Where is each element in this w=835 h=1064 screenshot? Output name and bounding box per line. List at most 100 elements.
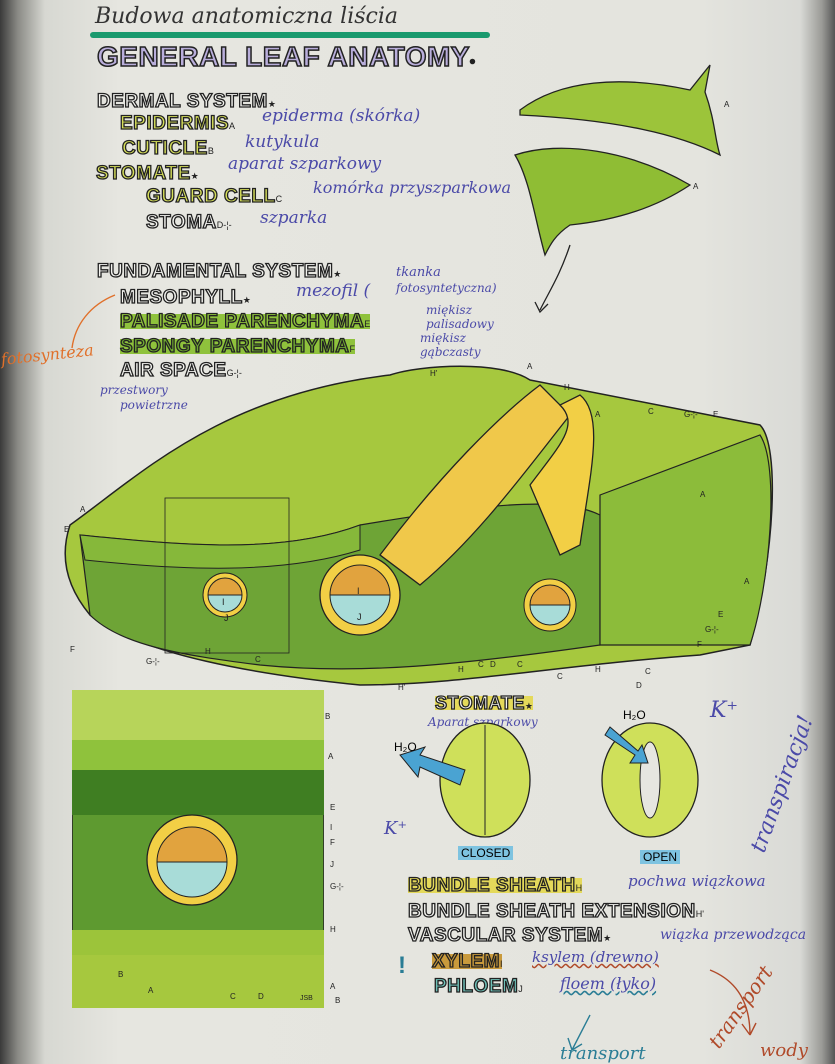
cuticle-note: kutykula (245, 132, 320, 152)
water-label-closed: H₂O (394, 740, 417, 754)
label-c: C (478, 660, 484, 669)
label-b: B (325, 712, 331, 721)
label-c: C (230, 992, 236, 1001)
exclamation-mark: ! (398, 952, 406, 979)
handwritten-title: Budowa anatomiczna liścia (95, 4, 399, 29)
bundle-sheath-extension-label: BUNDLE SHEATH EXTENSIONH' (407, 901, 704, 921)
palisade-note2: palisadowy (426, 317, 494, 331)
air-space-text: AIR SPACE (119, 360, 227, 381)
label-h: H (330, 925, 336, 934)
stomate-figure-note: Aparat szparkowy (428, 715, 538, 729)
spongy-note1: miękisz (420, 331, 466, 345)
leaf-upper-piece (519, 64, 722, 157)
label-e: E (713, 410, 719, 419)
guard-cell-text: GUARD CELL (145, 186, 276, 207)
label-d: D (258, 992, 264, 1001)
label-h: H (595, 665, 601, 674)
stomate-label: STOMATE★ (95, 163, 198, 183)
code-e: E (364, 319, 371, 329)
potassium-label-closed: K⁺ (384, 818, 407, 839)
code-h1: H' (695, 909, 704, 919)
code-j: J (518, 984, 523, 994)
code-d: D-¦- (216, 220, 232, 230)
vascular-system-note: wiązka przewodząca (660, 927, 807, 943)
mesophyll-note: mezofil ( (296, 281, 371, 301)
star-mark: ★ (267, 99, 276, 109)
label-a: A (328, 752, 334, 761)
water-in-arrow (604, 726, 649, 764)
xylem-label: XYLEMI (431, 951, 503, 972)
label-h: H (458, 665, 464, 674)
label-e: E (718, 610, 724, 619)
label-c: C (557, 672, 563, 681)
mesophyll-note-b: tkanka (396, 265, 441, 280)
inset-magnified-view (72, 690, 324, 1008)
potassium-label-open: K⁺ (710, 698, 739, 723)
page-title-text: GENERAL LEAF ANATOMY (96, 41, 470, 72)
air-space-note2: powietrzne (120, 398, 188, 412)
title-mark: • (469, 53, 476, 69)
label-j: J (224, 613, 229, 623)
label-a: A (80, 505, 86, 514)
vascular-system-label: VASCULAR SYSTEM★ (407, 925, 612, 945)
cut-face-right (599, 434, 772, 646)
page-title: GENERAL LEAF ANATOMY• (96, 41, 476, 72)
label-c: C (645, 667, 651, 676)
stoma-label: STOMAD-¦- (145, 212, 232, 233)
mesophyll-label: MESOPHYLL★ (119, 287, 251, 308)
label-f: F (697, 640, 702, 649)
label-g: G-¦- (330, 882, 344, 891)
mesophyll-text: MESOPHYLL (119, 287, 243, 308)
guard-cell-note: komórka przyszparkowa (313, 178, 512, 197)
label-g: G-¦- (146, 657, 160, 666)
label-i: I (330, 823, 333, 832)
stomate-figure-title: STOMATE★ (434, 693, 533, 713)
star-mark: ★ (603, 933, 612, 943)
stomate-figure-title-text: STOMATE (434, 693, 525, 713)
stoma-note: szparka (260, 208, 328, 228)
label-a: A (693, 182, 699, 191)
label-h1: H' (430, 369, 438, 378)
star-mark: ★ (333, 269, 342, 279)
star-mark: ★ (524, 701, 533, 711)
inset-frame (164, 497, 290, 654)
label-j: J (330, 860, 334, 869)
label-b: B (335, 996, 341, 1005)
whole-leaf-illustration (514, 64, 722, 314)
label-a: A (700, 490, 706, 499)
code-a: A (229, 121, 236, 131)
label-i: I (222, 597, 225, 607)
phloem-label: PHLOEMJ (433, 976, 523, 997)
xylem-note: ksylem (drewno) (532, 948, 659, 966)
stoma-text: STOMA (145, 212, 217, 233)
palisade-label: PALISADE PARENCHYMAE (119, 311, 371, 332)
label-a: A (744, 577, 750, 586)
dermal-heading-text: DERMAL SYSTEM (96, 91, 268, 112)
code-g: G-¦- (226, 368, 242, 378)
label-a: A (527, 362, 533, 371)
label-g: G-¦- (684, 410, 698, 419)
photosynthesis-arrow (71, 294, 116, 349)
label-c: C (517, 660, 523, 669)
label-a: A (595, 410, 601, 419)
bundle-sheath-label: BUNDLE SHEATHH (407, 875, 583, 896)
bundle-sheath-note: pochwa wiązkowa (628, 872, 766, 890)
fundamental-heading: FUNDAMENTAL SYSTEM★ (96, 261, 342, 281)
label-a: A (724, 100, 730, 109)
label-f: F (330, 838, 335, 847)
cuticle-text: CUTICLE (121, 138, 208, 159)
dermal-heading: DERMAL SYSTEM★ (96, 91, 276, 112)
xylem-transport-note-water: wody (760, 1040, 808, 1061)
guard-cell-label: GUARD CELLC (145, 186, 282, 207)
water-out-arrow (399, 746, 466, 786)
star-mark: ★ (242, 295, 251, 305)
label-f: F (70, 645, 75, 654)
palisade-layer (79, 524, 361, 569)
cuticle-label: CUTICLEB (121, 138, 213, 159)
epidermis-label: EPIDERMISA (119, 113, 236, 133)
code-i: I (499, 959, 503, 969)
phloem-text: PHLOEM (433, 976, 519, 997)
water-label-open: H₂O (623, 708, 646, 722)
phloem-transport-note: transport (560, 1043, 646, 1064)
xylem-text: XYLEM (431, 951, 500, 972)
